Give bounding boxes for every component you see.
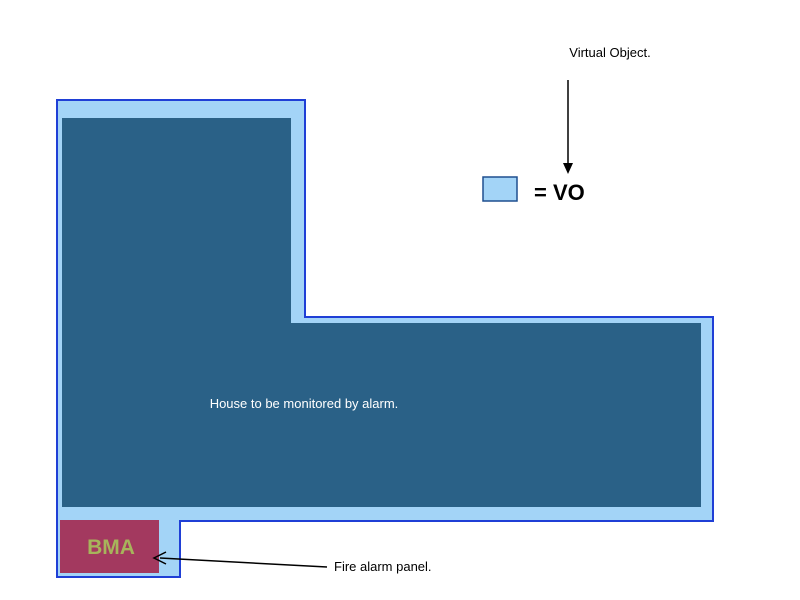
legend-text: = VO (534, 180, 585, 205)
house-area (62, 118, 701, 507)
virtual-object-label: Virtual Object. (569, 45, 650, 60)
legend-swatch (482, 176, 518, 202)
panel-arrowhead (152, 551, 167, 565)
virtual-object-arrowhead (563, 163, 573, 174)
panel-text: BMA (87, 536, 135, 559)
house-label: House to be monitored by alarm. (210, 396, 399, 411)
panel-label: Fire alarm panel. (334, 559, 432, 574)
fire-alarm-panel (60, 520, 159, 573)
panel-arrow (159, 557, 328, 568)
